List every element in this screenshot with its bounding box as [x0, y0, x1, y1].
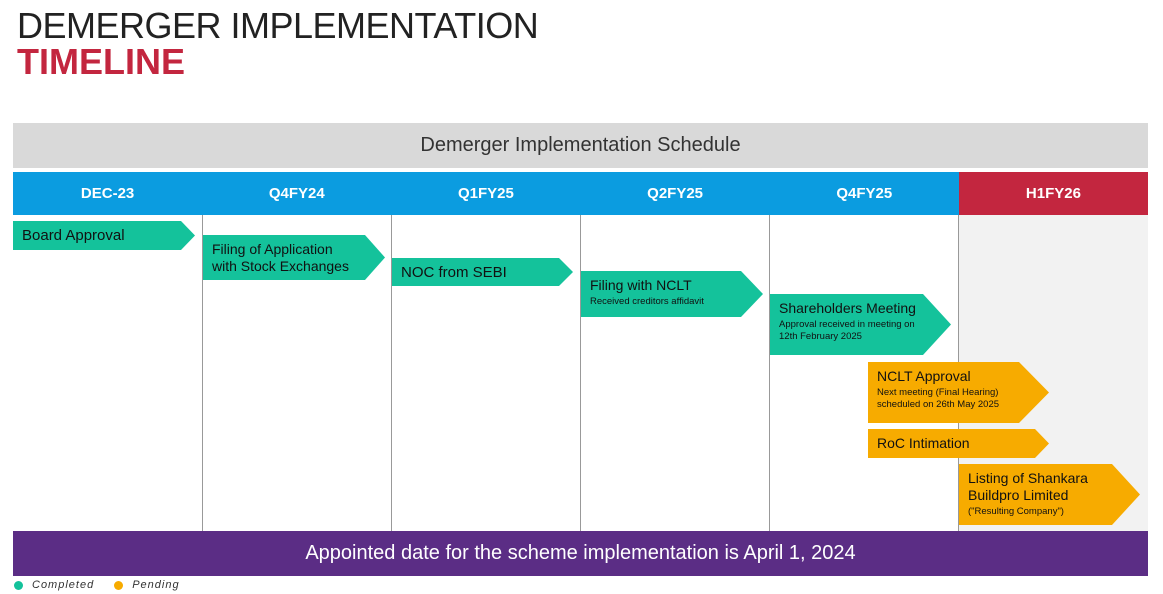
legend: Completed Pending — [14, 579, 200, 591]
page-subtitle: TIMELINE — [17, 41, 185, 82]
milestone-filing-nclt: Filing with NCLT Received creditors affi… — [581, 271, 763, 317]
page-title: DEMERGER IMPLEMENTATION — [17, 5, 539, 46]
milestone-label: Board Approval — [22, 227, 125, 244]
legend-pending-label: Pending — [132, 579, 180, 591]
milestone-label: Shareholders Meeting — [779, 300, 916, 316]
period-q4fy25: Q4FY25 — [769, 172, 959, 215]
milestone-note: ("Resulting Company") — [968, 506, 1064, 517]
period-q1fy25: Q1FY25 — [391, 172, 581, 215]
column-divider — [391, 215, 392, 531]
legend-completed-label: Completed — [32, 579, 95, 591]
period-h1fy26: H1FY26 — [958, 172, 1149, 215]
milestone-label: NOC from SEBI — [401, 264, 507, 281]
milestone-label: Filing of Application with Stock Exchang… — [212, 241, 349, 274]
milestone-note: Next meeting (Final Hearing) scheduled o… — [877, 387, 1000, 410]
milestone-label: RoC Intimation — [877, 435, 970, 451]
milestone-roc-intimation: RoC Intimation — [868, 429, 1049, 458]
timeline-grid: Board Approval Filing of Application wit… — [13, 215, 1148, 531]
column-divider — [202, 215, 203, 531]
legend-completed: Completed — [14, 579, 94, 591]
column-divider — [580, 215, 581, 531]
milestone-label: NCLT Approval — [877, 368, 971, 384]
period-q4fy24: Q4FY24 — [202, 172, 392, 215]
milestone-noc-sebi: NOC from SEBI — [392, 258, 573, 286]
milestone-shareholders-meeting: Shareholders Meeting Approval received i… — [770, 294, 951, 355]
milestone-note: Approval received in meeting on 12th Feb… — [779, 319, 915, 342]
milestone-label: Filing with NCLT — [590, 277, 692, 293]
legend-pending: Pending — [114, 579, 179, 591]
pending-dot-icon — [114, 580, 124, 590]
milestone-label: Listing of Shankara Buildpro Limited — [968, 470, 1088, 503]
milestone-filing-stock-exchanges: Filing of Application with Stock Exchang… — [203, 235, 385, 280]
milestone-note: Received creditors affidavit — [590, 296, 704, 307]
period-dec23: DEC-23 — [13, 172, 203, 215]
milestone-nclt-approval: NCLT Approval Next meeting (Final Hearin… — [868, 362, 1049, 423]
schedule-header: Demerger Implementation Schedule — [13, 123, 1148, 168]
appointed-date-banner: Appointed date for the scheme implementa… — [13, 531, 1148, 576]
column-divider — [769, 215, 770, 531]
period-q2fy25: Q2FY25 — [580, 172, 770, 215]
completed-dot-icon — [14, 580, 23, 590]
period-header-row: DEC-23 Q4FY24 Q1FY25 Q2FY25 Q4FY25 H1FY2… — [13, 172, 1149, 215]
milestone-listing-shankara: Listing of Shankara Buildpro Limited ("R… — [959, 464, 1140, 525]
milestone-board-approval: Board Approval — [13, 221, 195, 250]
